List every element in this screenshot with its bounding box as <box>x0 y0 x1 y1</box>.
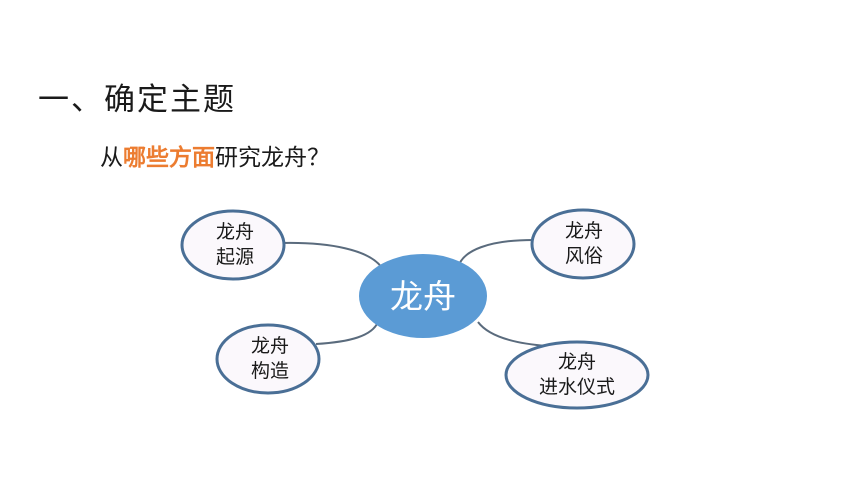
connector-origin <box>281 241 383 269</box>
node-structure: 龙舟 构造 <box>215 323 321 395</box>
node-customs-line1: 龙舟 <box>565 220 603 242</box>
center-node-label: 龙舟 <box>390 277 456 316</box>
node-structure-line2: 构造 <box>251 360 289 382</box>
node-launch-line1: 龙舟 <box>558 351 596 373</box>
slide-heading: 一、确定主题 <box>38 82 236 118</box>
node-launch-line2: 进水仪式 <box>539 376 615 398</box>
connector-structure <box>315 321 379 345</box>
question-prefix: 从 <box>100 145 123 171</box>
question-highlight: 哪些方面 <box>123 145 215 171</box>
slide-question: 从哪些方面研究龙舟？ <box>100 138 330 172</box>
node-customs: 龙舟 风俗 <box>530 208 636 280</box>
connector-launch <box>477 321 549 347</box>
node-origin-line1: 龙舟 <box>216 221 254 243</box>
center-node <box>359 254 487 338</box>
node-origin: 龙舟 起源 <box>180 209 286 281</box>
question-suffix: 研究龙舟？ <box>215 145 330 171</box>
node-customs-line2: 风俗 <box>565 245 603 267</box>
connector-customs <box>457 239 534 269</box>
node-structure-line1: 龙舟 <box>251 335 289 357</box>
node-origin-line2: 起源 <box>216 246 254 268</box>
node-launch: 龙舟 进水仪式 <box>504 340 650 410</box>
